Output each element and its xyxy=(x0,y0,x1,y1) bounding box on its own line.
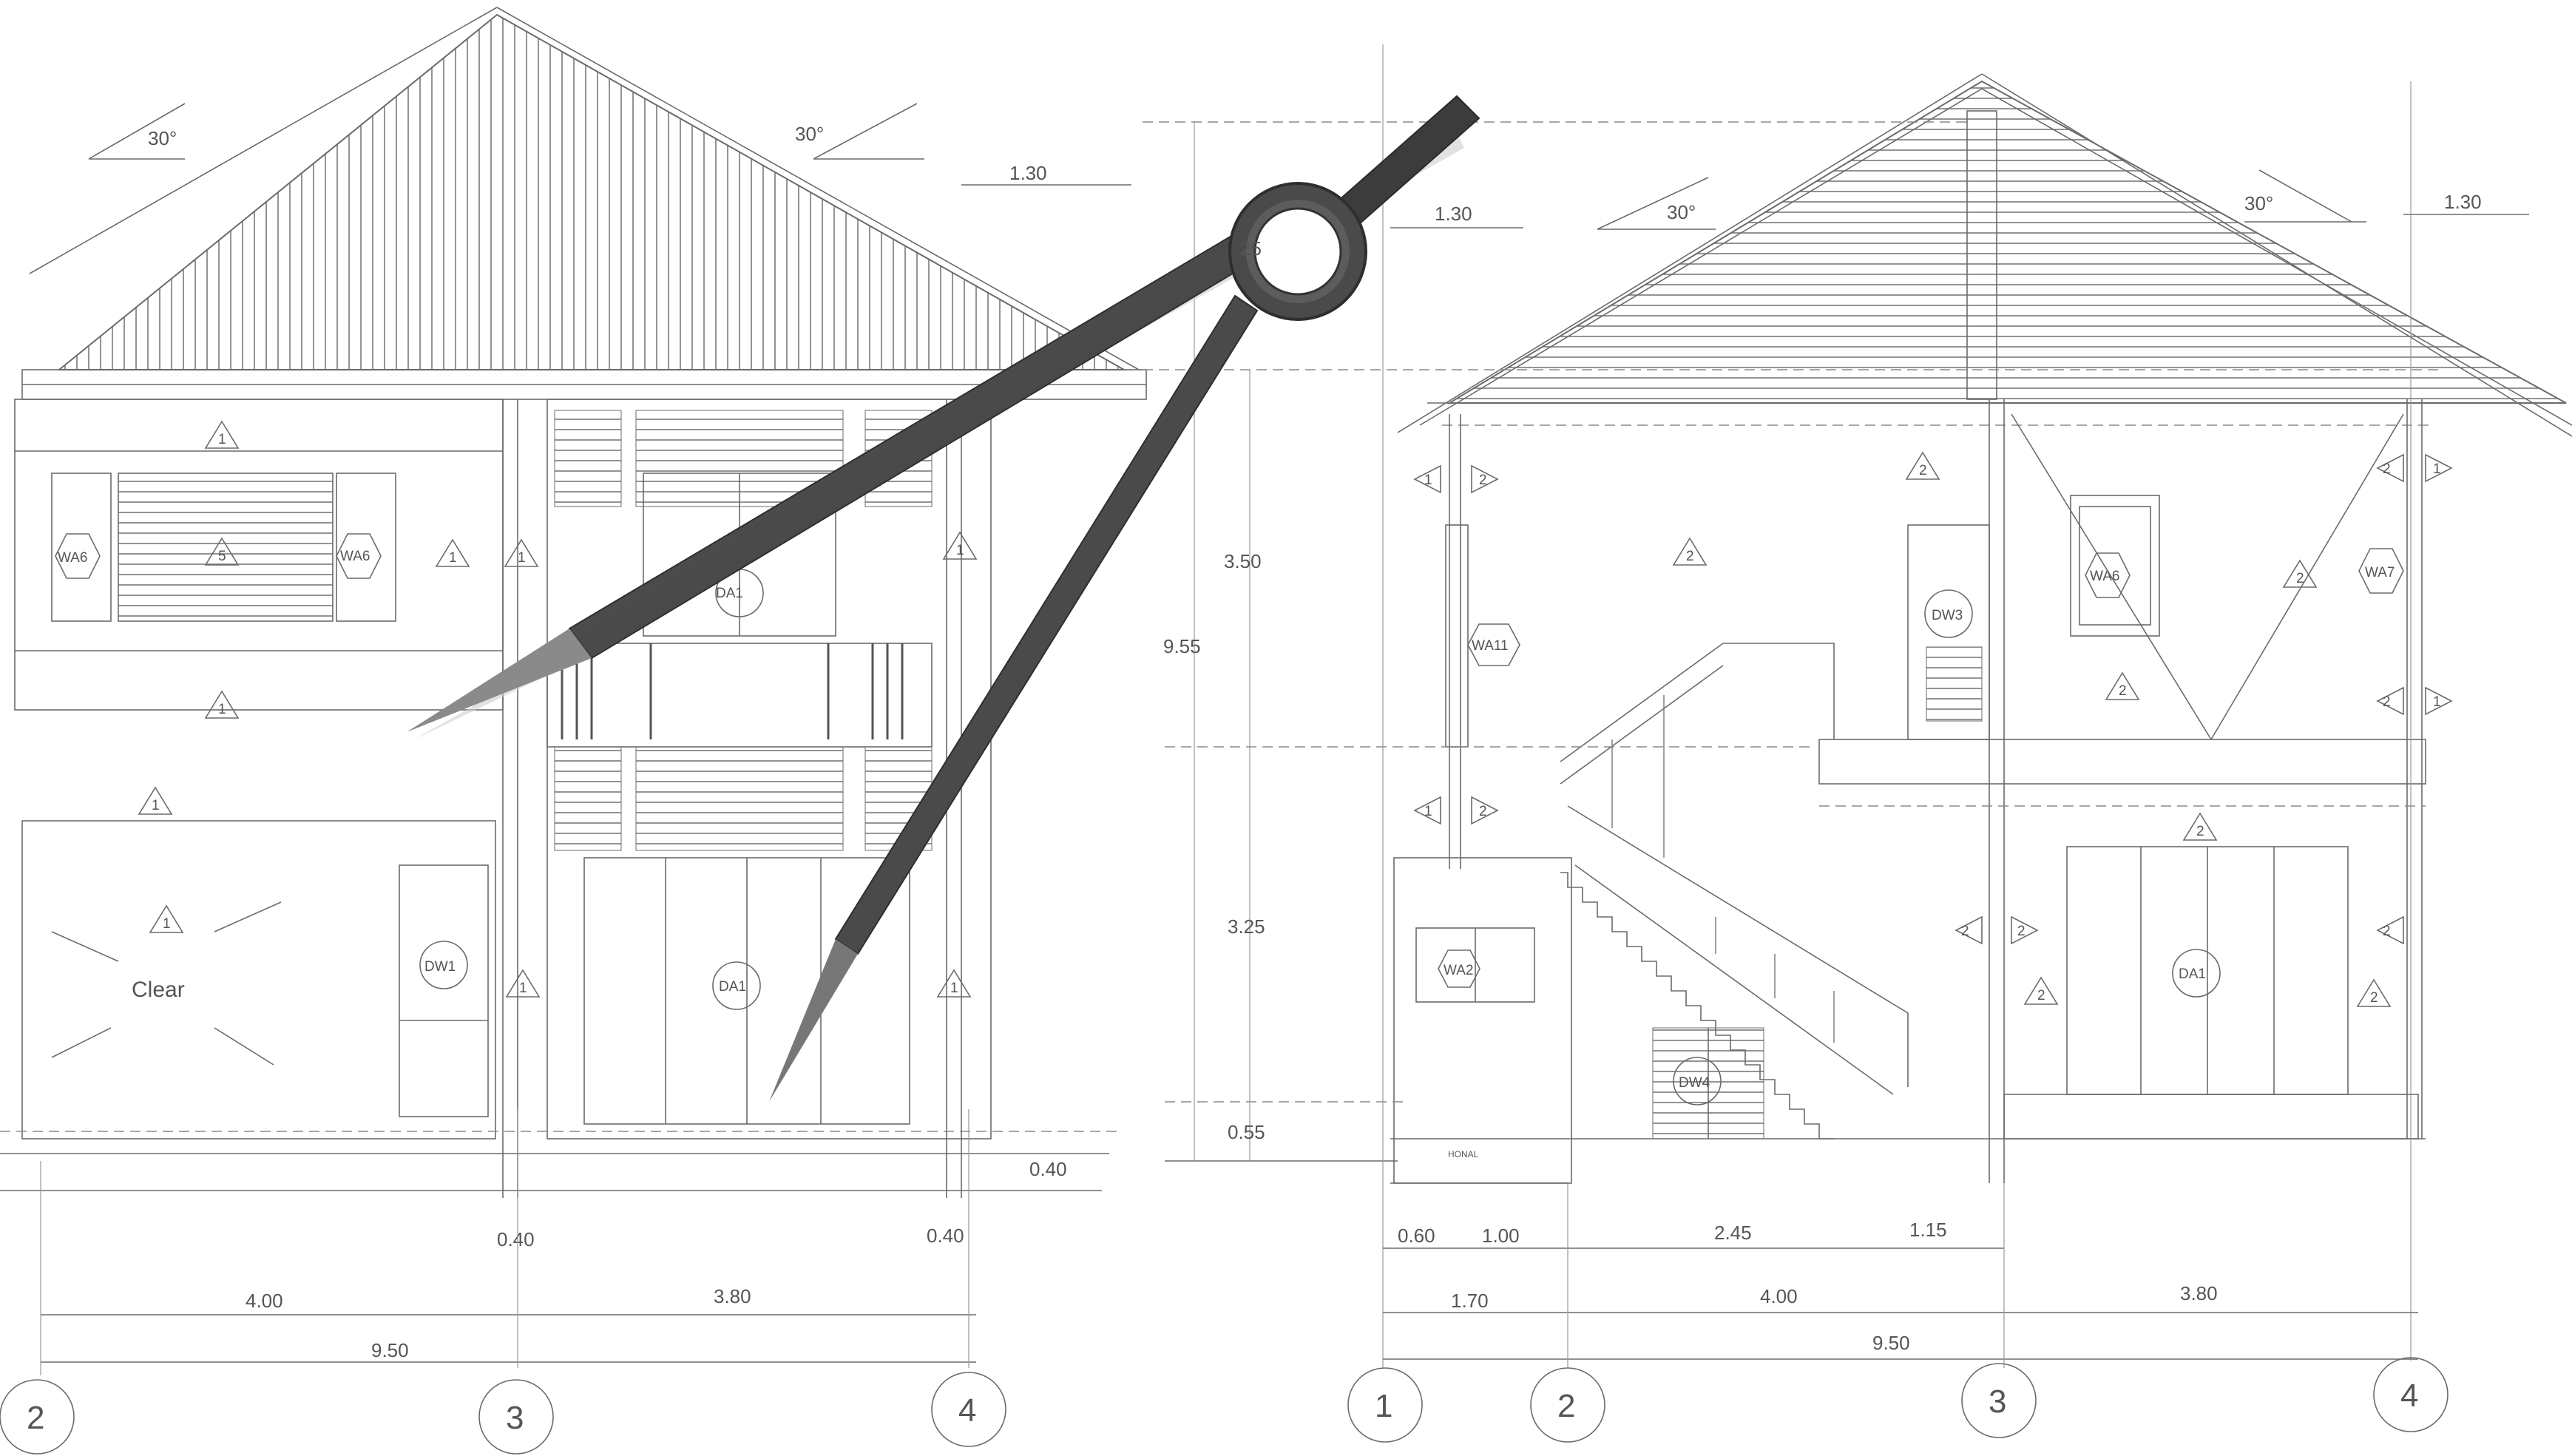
tri-tag: 2 xyxy=(1479,804,1487,819)
grid-bubble-4: 4 xyxy=(2400,1378,2418,1414)
dim-2-45: 2.45 xyxy=(1714,1222,1752,1244)
roof-angle-label-left: 30° xyxy=(148,127,177,149)
left-upper-floor: WA6 WA6 xyxy=(14,399,504,711)
left-triangle-tags: 1 5 1 1 1 1 1 1 1 1 xyxy=(138,420,978,998)
right-openings: DW3 WA6 WA7 WA11 WA2 DW4 xyxy=(1415,413,2404,1159)
tri-tag-small: 1 xyxy=(2433,694,2441,710)
door-tag-dw4: DW4 xyxy=(1679,1075,1710,1091)
door-tag-da1: DA1 xyxy=(2179,966,2206,982)
compass-hinge-label: 25 xyxy=(1240,237,1262,260)
tri-tag: 2 xyxy=(1479,473,1487,488)
window-tag-wa6-a: WA6 xyxy=(58,550,87,566)
tri-tag: 1 xyxy=(519,981,527,996)
dim-0-40-b: 0.40 xyxy=(927,1225,964,1247)
door-tag-da1-lower: DA1 xyxy=(719,979,746,995)
drafting-compass: 25 xyxy=(407,95,1480,1102)
door-tag-dw3: DW3 xyxy=(1932,608,1963,623)
door-tag-dw1: DW1 xyxy=(424,959,456,975)
left-roof-angle-marks: 30° 30° xyxy=(88,103,924,160)
dim-0-40-right: 0.40 xyxy=(1029,1158,1067,1180)
tri-tag: 2 xyxy=(1686,549,1694,564)
tri-tag: 2 xyxy=(2196,824,2204,839)
grid-bubble-2: 2 xyxy=(27,1400,44,1436)
right-grid-bubbles: 1 2 3 4 xyxy=(1347,1357,2449,1443)
right-triangle-tags: 2 2 2 2 2 2 2 2 2 2 2 2 2 2 1 1 1 1 xyxy=(1413,451,2453,1007)
grid-bubble-3: 3 xyxy=(506,1400,524,1436)
dim-1-30: 1.30 xyxy=(1009,162,1047,184)
dim-9-55: 9.55 xyxy=(1163,635,1201,657)
window-tag-wa7: WA7 xyxy=(2365,565,2395,580)
right-roof-angle-marks: 30° 30° xyxy=(1597,169,2366,230)
tri-tag: 2 xyxy=(2383,694,2391,710)
left-dimensions: 1.30 0.40 0.40 0.40 4.00 3.80 9.50 xyxy=(0,162,1131,1375)
tri-tag: 1 xyxy=(956,543,964,558)
right-vertical-dims: 3.50 9.55 3.25 0.55 xyxy=(1143,121,2440,1162)
dim-3-50: 3.50 xyxy=(1224,550,1262,572)
tri-tag: 2 xyxy=(1961,924,1969,939)
tri-tag: 1 xyxy=(449,550,457,566)
grid-bubble-1: 1 xyxy=(1375,1388,1392,1424)
tri-tag: 1 xyxy=(152,798,160,813)
dim-0-40-a: 0.40 xyxy=(497,1228,535,1250)
dim-1-30-right: 1.30 xyxy=(2444,191,2482,213)
left-roof xyxy=(21,7,1147,400)
dim-1-00: 1.00 xyxy=(1482,1225,1520,1247)
room-label-clear: Clear xyxy=(132,978,185,1002)
dim-1-30-left: 1.30 xyxy=(1435,203,1472,225)
right-stair xyxy=(1560,643,1909,1140)
tri-tag: 1 xyxy=(163,916,171,932)
tri-tag: 1 xyxy=(518,550,526,566)
dim-0-55: 0.55 xyxy=(1228,1121,1265,1143)
tri-tag: 1 xyxy=(950,981,958,996)
dim-3-25: 3.25 xyxy=(1228,915,1265,938)
tri-tag-small: 1 xyxy=(2433,461,2441,477)
door-tag-da1-upper: DA1 xyxy=(716,586,743,601)
grid-bubble-4: 4 xyxy=(958,1392,976,1429)
dim-0-60: 0.60 xyxy=(1398,1225,1435,1247)
window-tag-wa6: WA6 xyxy=(2090,569,2119,584)
tri-tag: 1 xyxy=(218,702,226,717)
roof-angle-label-right: 30° xyxy=(795,123,824,145)
dim-4-00: 4.00 xyxy=(246,1290,283,1312)
dim-3-80: 3.80 xyxy=(714,1285,751,1307)
tri-tag: 2 xyxy=(2017,924,2026,939)
tri-tag: 2 xyxy=(2383,924,2391,939)
roof-angle-label-left: 30° xyxy=(1667,201,1696,223)
right-roof xyxy=(1397,73,2572,437)
dim-9-50: 9.50 xyxy=(371,1339,409,1361)
left-grid-bubbles: 2 3 4 xyxy=(0,1372,1006,1455)
right-bottom-dims: 0.60 1.00 2.45 1.15 1.70 4.00 3.80 9.50 xyxy=(1383,1183,2418,1368)
dim-4-00-right: 4.00 xyxy=(1760,1285,1798,1307)
left-right-wing: DA1 DA1 xyxy=(546,399,992,1140)
tri-tag: 2 xyxy=(2383,461,2391,477)
tri-tag: 2 xyxy=(2037,988,2045,1003)
grid-bubble-2: 2 xyxy=(1557,1388,1575,1424)
right-top-dims: 1.30 1.30 xyxy=(1382,44,2529,1368)
tri-tag: 5 xyxy=(218,549,226,564)
tri-tag: 2 xyxy=(2370,990,2378,1006)
tri-tag: 2 xyxy=(2296,571,2304,586)
window-tag-wa6-b: WA6 xyxy=(340,549,370,564)
floor-note: HONAL xyxy=(1448,1149,1479,1159)
left-elevation: 30° 30° WA6 WA6 xyxy=(0,7,1147,1455)
window-tag-wa2: WA2 xyxy=(1444,963,1473,978)
roof-angle-label-right: 30° xyxy=(2244,192,2273,214)
dim-1-70: 1.70 xyxy=(1451,1290,1489,1312)
tri-tag-small: 1 xyxy=(1424,804,1432,819)
dim-9-50-right: 9.50 xyxy=(1872,1332,1910,1354)
left-ground-floor: Clear DW1 xyxy=(21,820,496,1140)
dim-1-15: 1.15 xyxy=(1909,1219,1947,1241)
tri-tag: 1 xyxy=(218,432,226,447)
window-tag-wa11: WA11 xyxy=(1472,638,1509,654)
grid-bubble-3: 3 xyxy=(1989,1384,2006,1420)
tri-tag: 2 xyxy=(2119,683,2127,699)
dim-3-80-right: 3.80 xyxy=(2180,1282,2218,1304)
tri-tag-small: 1 xyxy=(1424,473,1432,488)
tri-tag: 2 xyxy=(1919,463,1927,478)
right-section: 30° 30° DW3 xyxy=(1143,44,2572,1443)
